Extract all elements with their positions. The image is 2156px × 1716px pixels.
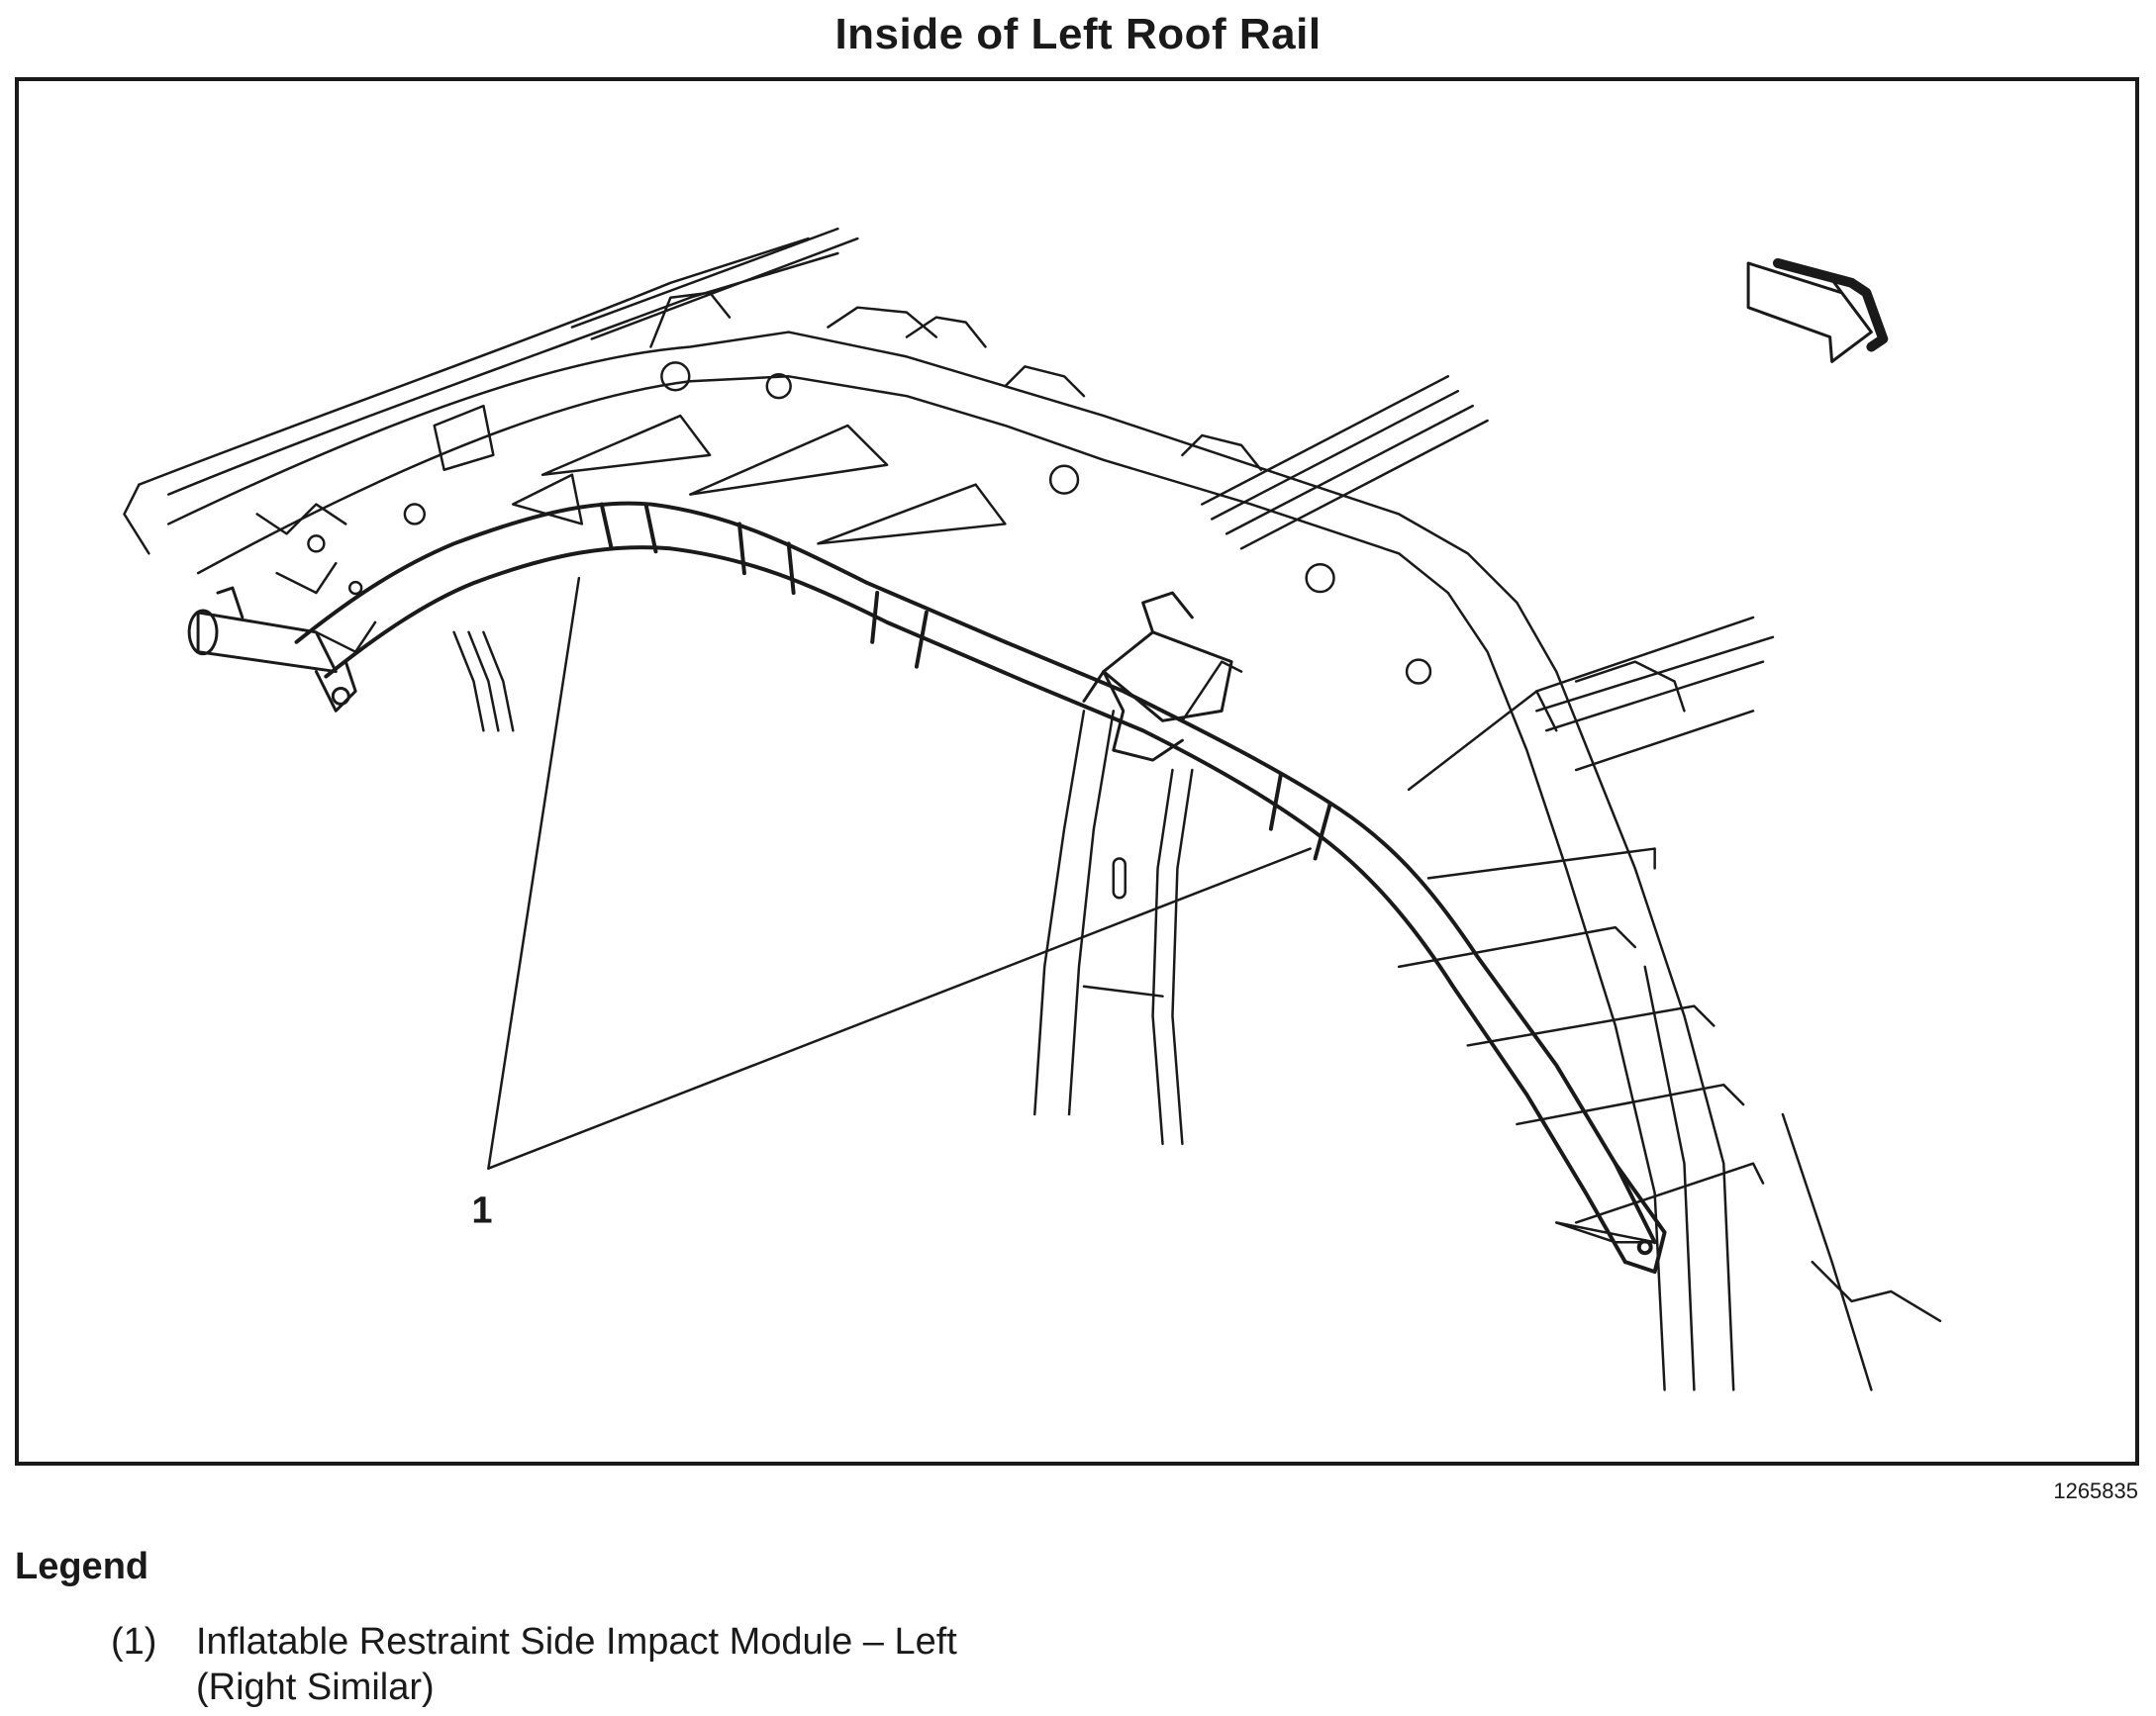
center-mounting-clip xyxy=(1082,591,1233,762)
retention-clips xyxy=(540,414,1765,1244)
roof-panel-outline xyxy=(123,227,859,555)
callout-label: 1 xyxy=(472,1190,493,1231)
airbag-module xyxy=(294,501,1667,1275)
roof-rail-illustration: 1 xyxy=(123,227,1942,1391)
diagram-title: Inside of Left Roof Rail xyxy=(834,10,1322,58)
figure-number: 1265835 xyxy=(2053,1478,2138,1503)
rear-pillar xyxy=(1643,965,1942,1391)
legend-item-number: (1) xyxy=(111,1621,157,1663)
callout-leader-lines xyxy=(487,576,1312,1170)
b-pillar xyxy=(1033,710,1194,1146)
legend-item: (1) Inflatable Restraint Side Impact Mod… xyxy=(111,1619,968,1710)
front-mounting-bracket xyxy=(187,586,357,713)
front-direction-arrow-icon xyxy=(1746,257,1889,363)
illustration-frame: 1 xyxy=(15,77,2139,1466)
roof-rail-body xyxy=(167,291,1735,1391)
legend-item-text: Inflatable Restraint Side Impact Module … xyxy=(196,1621,957,1708)
legend-heading: Legend xyxy=(15,1546,149,1587)
front-pillar-details xyxy=(255,503,515,732)
roof-crossmember xyxy=(1201,375,1775,772)
